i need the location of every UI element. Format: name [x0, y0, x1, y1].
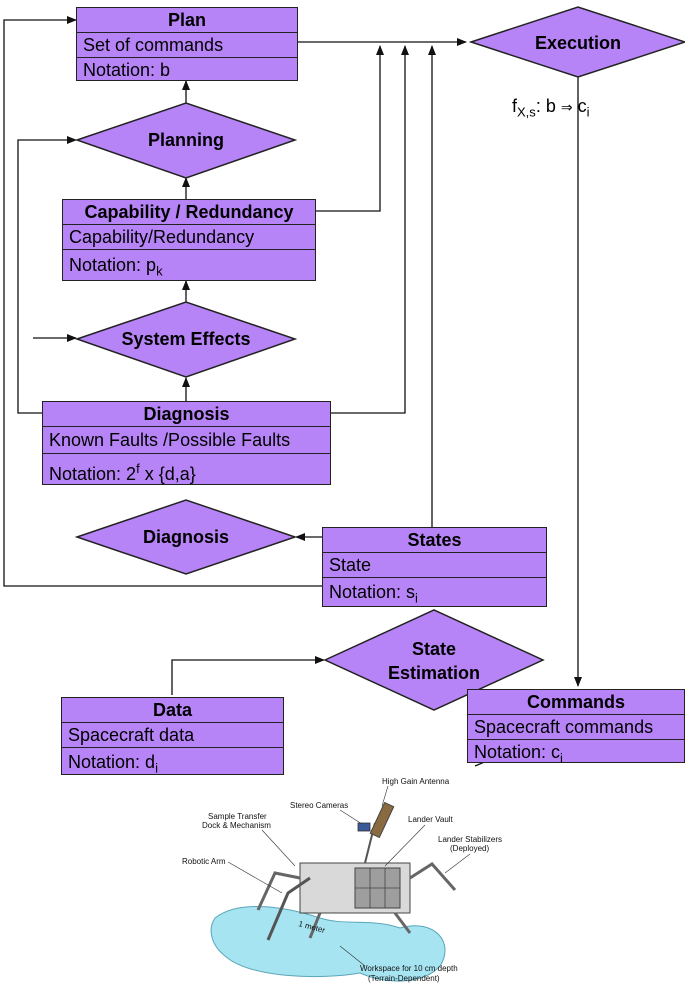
connector-capability-plan-line [316, 45, 384, 212]
robotic-arm [266, 876, 311, 941]
data-notation: Notation: di [62, 747, 283, 783]
capability-notation: Notation: pk [63, 249, 315, 287]
label-workspace-2: (Terrain-Dependent) [368, 974, 440, 983]
diamond-planning [74, 102, 298, 179]
data-box: Data Spacecraft data Notation: di [61, 697, 284, 776]
lander-illustration: High Gain Antenna Stereo Cameras Sample … [182, 777, 502, 983]
label-antenna: High Gain Antenna [382, 777, 450, 786]
diagnosis-box: Diagnosis Known Faults /Possible Faults … [42, 401, 331, 485]
diamond-system-effects-label: System Effects [121, 329, 251, 349]
lander-leg-right [409, 862, 457, 891]
data-row: Spacecraft data [62, 722, 283, 747]
plan-row-commands: Set of commands [77, 32, 297, 57]
stereo-cameras [357, 822, 371, 832]
diagnosis-notation: Notation: 2f x {d,a} [43, 453, 330, 489]
data-title: Data [152, 700, 192, 720]
diamond-execution [468, 6, 685, 78]
lander-leg-left [256, 871, 301, 911]
commands-notation: Notation: ci [468, 739, 684, 771]
lander-leg-back [393, 912, 412, 934]
label-vault: Lander Vault [408, 815, 454, 824]
commands-box: Commands Spacecraft commands Notation: c… [467, 689, 685, 766]
connector-diagnosis-effects-left [17, 136, 77, 414]
states-title: States [407, 530, 462, 550]
states-box: States State Notation: si [322, 527, 547, 607]
plan-box: Plan Set of commands Notation: b [76, 7, 298, 81]
diamond-diagnosis-label: Diagnosis [142, 527, 230, 547]
diamond-system-effects [74, 301, 298, 378]
workspace-surface [210, 906, 446, 982]
high-gain-antenna [369, 801, 395, 839]
label-stabilizers-1: Lander Stabilizers [438, 835, 502, 844]
diamond-state-estimation [323, 609, 545, 711]
connector-data-estimation [171, 656, 325, 695]
label-cameras: Stereo Cameras [290, 801, 348, 810]
plan-title: Plan [167, 10, 206, 30]
connector-diagnosis-plan-line [330, 45, 409, 414]
states-row: State [323, 552, 546, 577]
execution-equation: fX,s: b ⇒ ci [512, 96, 590, 120]
diamond-state-estimation-label-2: Estimation [387, 663, 480, 683]
capability-row: Capability/Redundancy [63, 224, 315, 249]
states-notation: Notation: si [323, 577, 546, 613]
diamond-planning-label: Planning [148, 130, 224, 150]
label-robotic-arm: Robotic Arm [182, 857, 226, 866]
plan-row-notation: Notation: b [77, 57, 297, 82]
connector-states-plan-loop [3, 16, 322, 587]
diamond-diagnosis [74, 499, 298, 575]
diagnosis-row: Known Faults /Possible Faults [43, 426, 330, 453]
commands-title: Commands [526, 692, 625, 712]
lander-leg-front [308, 912, 322, 939]
label-stabilizers-2: (Deployed) [450, 844, 489, 853]
label-dock-2: Dock & Mechanism [202, 821, 271, 830]
label-dock-1: Sample Transfer [208, 812, 267, 821]
capability-box: Capability / Redundancy Capability/Redun… [62, 199, 316, 281]
label-workspace-1: Workspace for 10 cm depth [360, 964, 458, 973]
diagnosis-title: Diagnosis [143, 404, 230, 424]
capability-title: Capability / Redundancy [84, 202, 294, 222]
commands-row: Spacecraft commands [468, 714, 684, 739]
diamond-state-estimation-label-1: State [411, 639, 456, 659]
diamond-execution-label: Execution [534, 33, 622, 53]
